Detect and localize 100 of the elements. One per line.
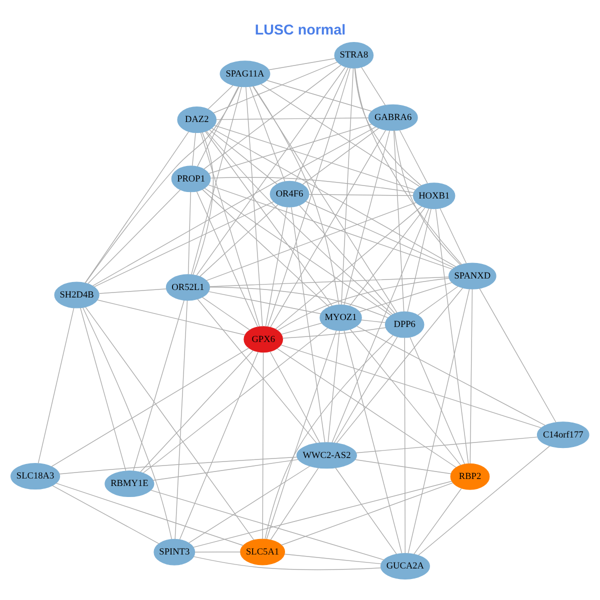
connector [358, 282, 452, 312]
connector [84, 131, 190, 284]
connector [196, 66, 346, 276]
connector [356, 326, 546, 426]
connector [202, 297, 250, 330]
connector [199, 204, 278, 277]
node-ellipse: RBMY1E [104, 470, 154, 498]
connector [414, 488, 462, 554]
connector [51, 348, 250, 467]
connector [88, 189, 181, 284]
connector [200, 132, 260, 327]
connector [394, 130, 461, 266]
connector [208, 124, 372, 174]
connector [410, 336, 465, 465]
connector [308, 194, 414, 196]
connector [262, 352, 264, 540]
connector [354, 68, 462, 265]
node-ellipse: RBP2 [450, 463, 490, 490]
connector [418, 446, 550, 556]
connector [214, 125, 416, 190]
connector [94, 201, 274, 288]
connector [404, 337, 406, 554]
node-ellipse: SPINT3 [154, 538, 196, 566]
connector [280, 344, 542, 428]
connector [192, 132, 196, 166]
connector [341, 68, 354, 306]
node-ellipse: GABRA6 [368, 104, 418, 131]
connector [205, 131, 333, 306]
connector [344, 330, 402, 554]
connector [399, 130, 428, 184]
connector [252, 86, 398, 313]
connector [335, 467, 397, 554]
connector [142, 328, 328, 474]
connector [152, 459, 298, 481]
node-ellipse: SLC5A1 [240, 538, 286, 566]
connector [284, 554, 382, 564]
connector [197, 86, 239, 167]
connector [435, 208, 469, 464]
connector [92, 126, 376, 286]
connector [209, 276, 450, 287]
connector [305, 201, 454, 268]
connector [440, 208, 467, 264]
connector [192, 480, 452, 548]
connector [349, 207, 426, 306]
connector [328, 330, 340, 443]
connector [265, 206, 288, 327]
connector [354, 68, 422, 186]
connector [38, 308, 74, 464]
node-ellipse: HOXB1 [412, 182, 456, 210]
node-ellipse: MYOZ1 [320, 304, 362, 331]
connector [85, 306, 254, 540]
connector [479, 288, 556, 423]
connector [418, 286, 458, 316]
diagram-title: LUSC normal [254, 22, 346, 38]
connector [80, 308, 126, 472]
node-ellipse: OR4F6 [270, 180, 310, 208]
connector [191, 86, 242, 275]
connector [59, 456, 298, 474]
node-ellipse: PROP1 [171, 166, 211, 192]
node-ellipse: DAZ2 [177, 106, 217, 134]
connector [407, 208, 432, 312]
connector [98, 288, 167, 294]
node-ellipse: OR52L1 [166, 274, 210, 301]
node-ellipse: SH2D4B [54, 282, 100, 308]
connector [97, 300, 246, 336]
connector [249, 86, 286, 182]
connector [344, 130, 390, 306]
connector [132, 300, 184, 472]
connector [209, 130, 278, 184]
connector [253, 86, 340, 306]
connector [209, 286, 388, 318]
connector [204, 188, 392, 316]
connector [361, 66, 386, 106]
connector [84, 86, 240, 284]
connector [267, 68, 351, 328]
node-ellipse: GUCA2A [380, 552, 430, 580]
connector [354, 459, 452, 474]
connector [52, 485, 160, 544]
connector [360, 320, 386, 323]
connector [270, 468, 319, 540]
connector [179, 352, 258, 540]
connector [210, 177, 414, 193]
node-ellipse: STRA8 [334, 42, 374, 69]
connector [268, 58, 336, 70]
connector [202, 189, 330, 308]
node-ellipse: DPP6 [384, 311, 424, 338]
connector [197, 298, 317, 444]
connector [266, 80, 372, 112]
connector [188, 192, 191, 275]
connector [246, 86, 263, 327]
connector [192, 132, 214, 275]
connector [270, 351, 320, 444]
connector [208, 184, 453, 270]
connector [356, 436, 538, 454]
connector [302, 128, 380, 185]
connector [350, 328, 462, 466]
connector [334, 336, 398, 444]
connector [208, 291, 322, 314]
connector [208, 84, 234, 110]
connector [174, 300, 188, 540]
